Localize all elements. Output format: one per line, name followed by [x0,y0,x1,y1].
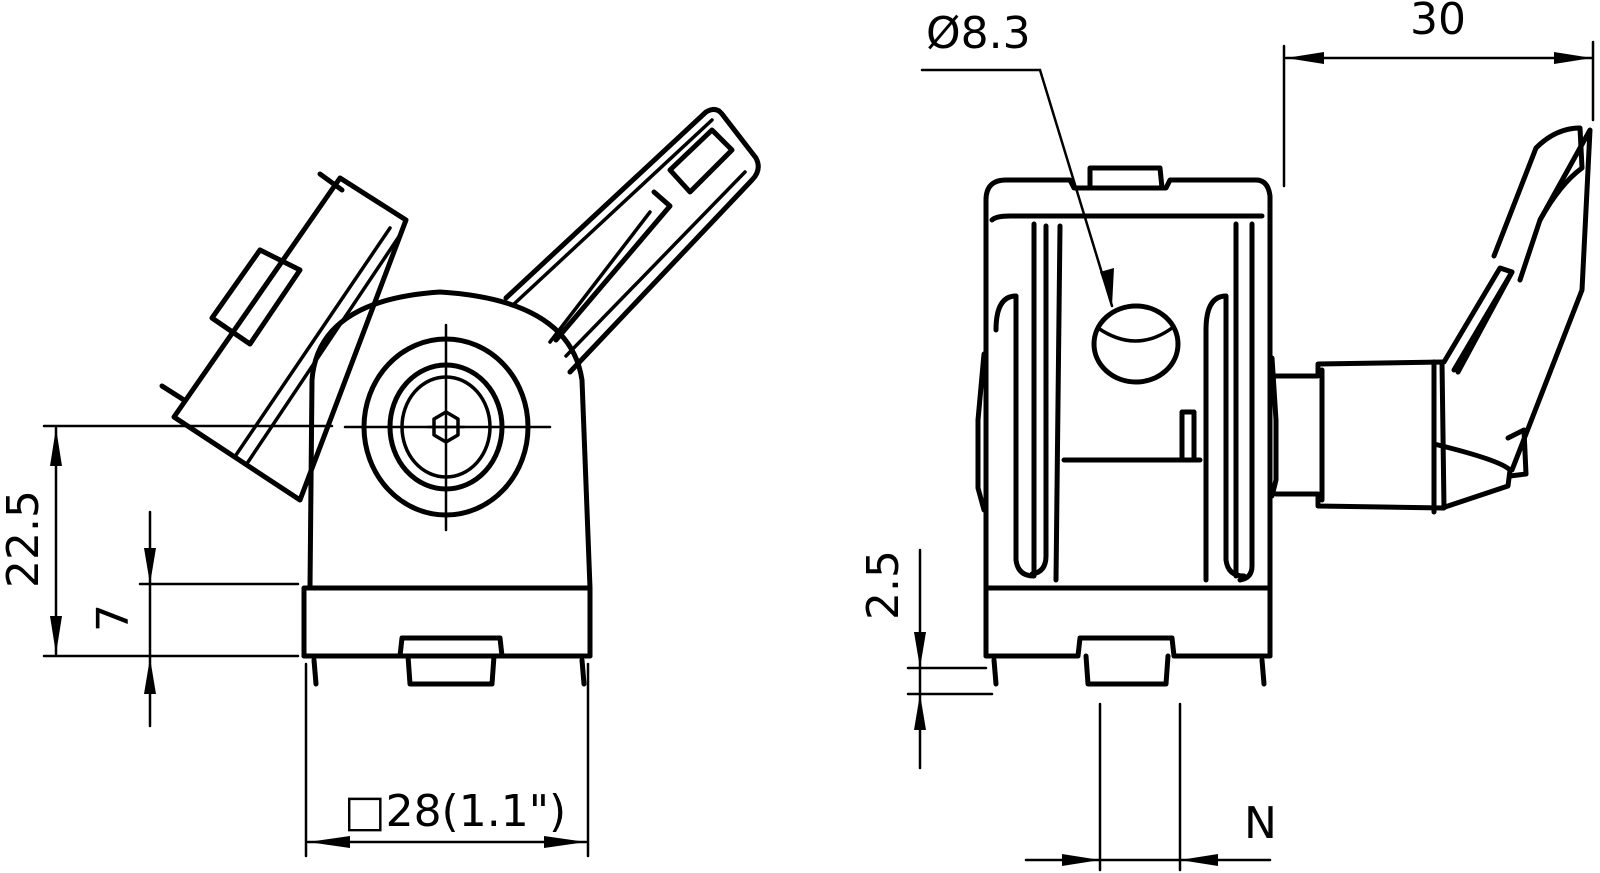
side-view [159,106,761,687]
dimension-slot-width: N [1024,702,1277,872]
dim-2-5-label: 2.5 [858,550,909,620]
dim-7-label: 7 [88,604,139,632]
side-base-slot [301,635,593,659]
front-body-outline [983,177,1273,659]
dim-n-label: N [1244,798,1277,849]
dim-dia-8-3-label: Ø8.3 [926,8,1031,59]
dimension-lever-offset: 30 [1282,0,1595,188]
dim-30-label: 30 [1410,0,1466,45]
hole-dia-8-3 [1091,303,1181,385]
dimension-height-base: 7 [88,510,300,728]
dimension-hole-diameter: Ø8.3 [920,8,1114,308]
left-arm-profile [171,175,409,503]
side-base-block [301,585,593,659]
front-lever-body [1273,359,1447,511]
side-lever-arm [503,106,761,375]
side-body-arch [307,289,593,591]
dimension-slot-depth: 2.5 [858,548,994,770]
dimension-width-square: □28(1.1") [304,662,590,858]
dim-22-5-label: 22.5 [0,490,49,588]
dimension-height-total: 22.5 [0,424,334,658]
front-view [975,125,1593,687]
dim-28-label: □28(1.1") [344,786,566,837]
